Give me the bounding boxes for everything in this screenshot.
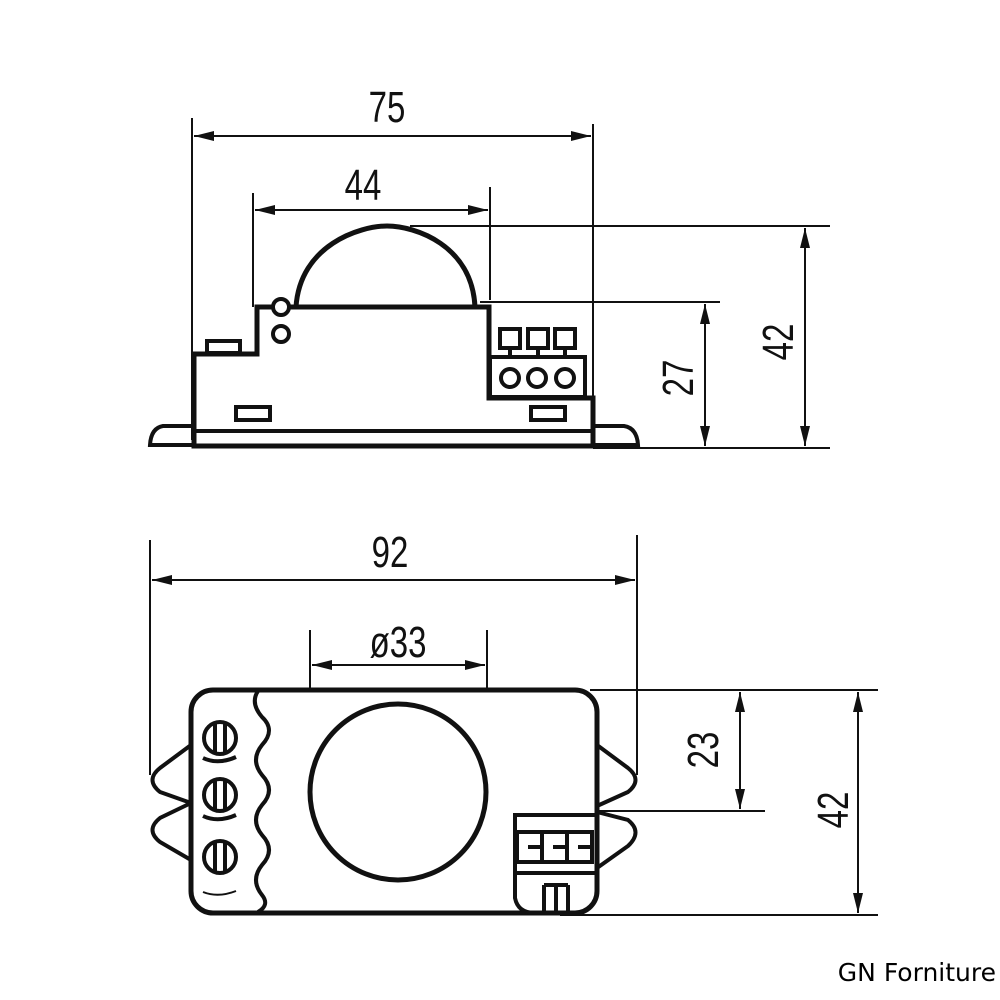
left-flange [147, 424, 193, 447]
sensor-dome [293, 223, 478, 308]
screw-icon [202, 720, 238, 756]
side-view: 75 44 27 42 [147, 84, 830, 449]
sensor-lens [307, 701, 489, 883]
terminal-block-side [488, 327, 587, 399]
led-indicator [271, 297, 291, 317]
left-mounting-lug [150, 743, 193, 862]
slot [234, 405, 272, 422]
sensor-body-top [188, 687, 600, 916]
wavy-divider [252, 689, 271, 914]
slot [529, 405, 567, 422]
dim-label-23: 23 [680, 732, 729, 769]
right-mounting-lug [595, 743, 638, 870]
dim-label-42-top: 42 [810, 792, 859, 829]
dim-label-44: 44 [345, 162, 382, 211]
dim-label-42-side: 42 [755, 324, 804, 361]
slot [205, 339, 242, 355]
dim-label-75: 75 [369, 84, 406, 133]
screw-icon [202, 839, 238, 875]
dim-label-diameter-33: ø33 [370, 619, 427, 668]
brand-footer: GN Forniture [837, 958, 996, 987]
led-indicator [271, 324, 291, 344]
right-flange [594, 424, 641, 447]
top-extension-lines [149, 535, 878, 916]
adjustment-screws [202, 720, 238, 896]
dim-label-92: 92 [372, 529, 409, 578]
terminal-block-top [513, 813, 597, 915]
top-view: 92 ø33 23 42 [149, 529, 878, 916]
dim-label-27: 27 [655, 360, 704, 397]
screw-icon [202, 777, 238, 813]
